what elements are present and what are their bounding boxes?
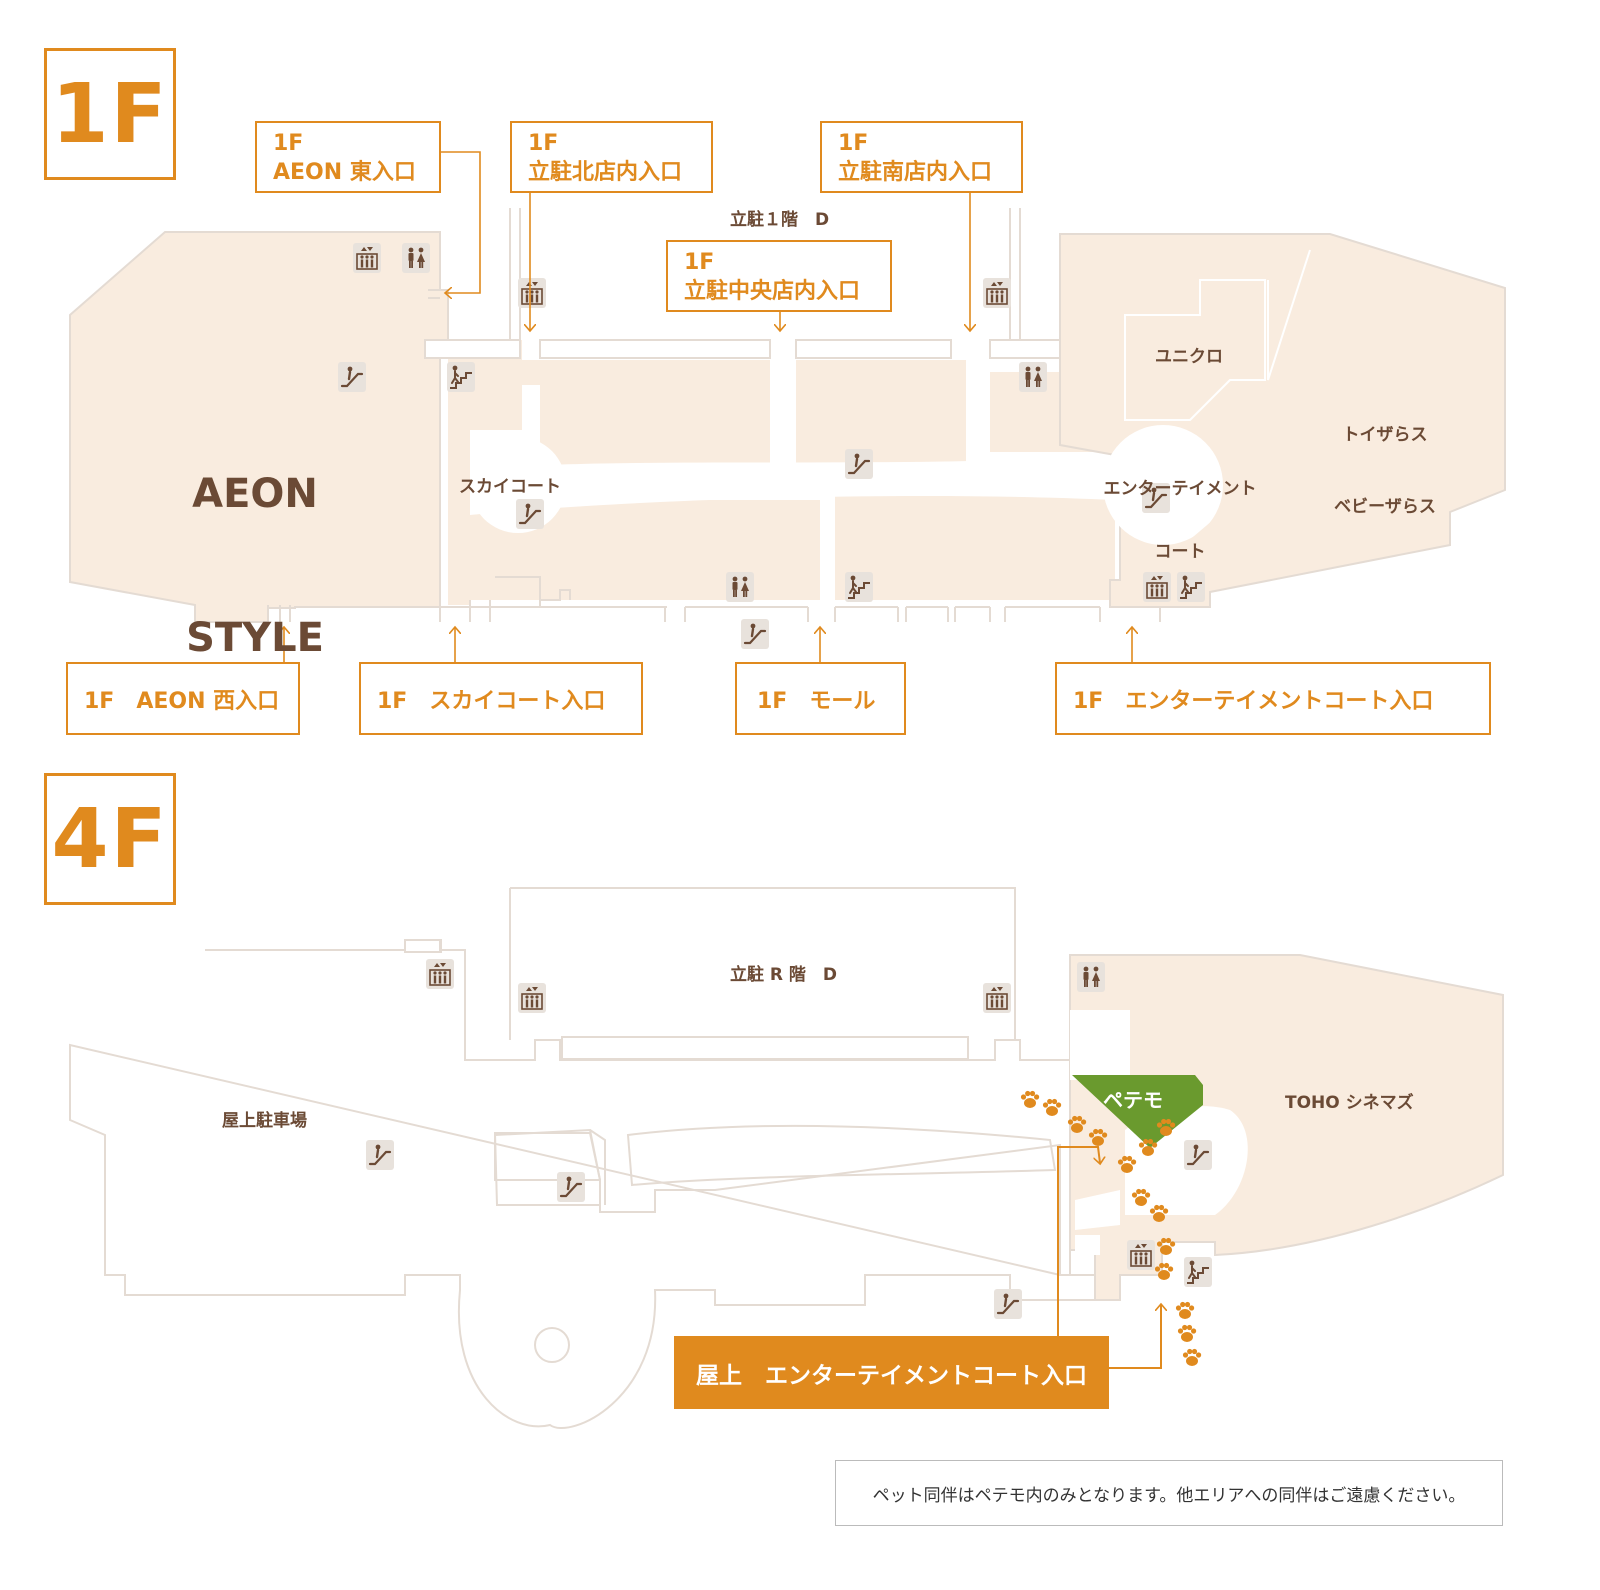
entrance-sky-court[interactable]: 1F スカイコート入口 [359,662,643,735]
elevator-icon [517,277,547,309]
stairs-icon [844,571,874,603]
stairs-icon [446,361,476,393]
entrance-name: 立駐北店内入口 [528,160,683,185]
toys-line2: ベビーザらス [1334,497,1436,517]
sky-court-label: スカイコート [459,477,561,497]
paw-icon [1020,1090,1040,1108]
entrance-floor: 1F [528,131,559,156]
paw-icon [1175,1301,1195,1319]
rooftop-parking-label: 屋上駐車場 [222,1111,307,1131]
entrance-north[interactable]: 1F 立駐北店内入口 [510,121,713,193]
restroom-icon [402,243,430,273]
toys-line1: トイザらス [1342,425,1428,445]
entrance-entertainment-court[interactable]: 1F エンターテイメントコート入口 [1055,662,1491,735]
entrance-mall[interactable]: 1F モール [735,662,906,735]
floor-badge-4f: 4F [44,773,176,905]
elevator-icon [982,982,1012,1014]
ent-court-line2: コート [1154,542,1206,562]
escalator-icon [514,497,546,531]
escalator-icon [1182,1138,1214,1172]
elevator-icon [517,982,547,1014]
parking-1f-label: 立駐１階 D [730,210,830,230]
escalator-icon [992,1287,1024,1321]
escalator-icon [843,447,875,481]
uniqlo-label: ユニクロ [1155,347,1223,367]
arrows-4f [1057,1146,1161,1369]
entrance-name: AEON 東入口 [273,160,416,185]
parking-r-label: 立駐 R 階 D [730,965,838,985]
restroom-icon [726,572,754,602]
toys-r-us-label: トイザらス ベビーザらス [1325,375,1445,543]
pet-policy-note: ペット同伴はペテモ内のみとなります。他エリアへの同伴はご遠慮ください。 [835,1460,1503,1526]
restroom-icon [1077,962,1105,992]
paw-icon [1182,1348,1202,1366]
elevator-icon [982,277,1012,309]
entertainment-court-label: エンターテイメント コート [1090,437,1270,584]
entrance-name: 立駐中央店内入口 [684,279,861,304]
entrance-floor: 1F [273,131,304,156]
escalator-icon [555,1170,587,1204]
elevator-icon [352,242,382,274]
aeon-style-label: AEON STYLE [180,374,330,710]
paw-icon [1042,1098,1062,1116]
aeon-style-line2: STYLE [186,615,324,661]
floor-badge-1f: 1F [44,48,176,180]
entrance-floor: 1F [838,131,869,156]
paw-icon [1177,1324,1197,1342]
sky-court-area [448,340,540,605]
escalator-icon [364,1138,396,1172]
petemo-label: ペテモ [1103,1088,1163,1112]
entrance-aeon-east[interactable]: 1F AEON 東入口 [255,121,441,193]
elevator-icon [425,958,455,990]
toho-cinemas-label: TOHO シネマズ [1285,1093,1414,1113]
floor-plan-4f [69,887,1121,1430]
escalator-icon [336,360,368,394]
rooftop-entrance-button[interactable]: 屋上 エンターテイメントコート入口 [674,1336,1109,1409]
restroom-icon [1019,362,1047,392]
elevator-icon [1126,1239,1156,1271]
ent-court-line1: エンターテイメント [1103,479,1257,499]
stairs-icon [1183,1256,1213,1288]
aeon-style-line1: AEON [192,471,318,517]
arrows-1f [284,151,1132,662]
entrance-floor: 1F [684,250,715,275]
entrance-aeon-west[interactable]: 1F AEON 西入口 [66,662,300,735]
escalator-icon [739,617,771,651]
entrance-central[interactable]: 1F 立駐中央店内入口 [666,240,892,312]
entrance-name: 立駐南店内入口 [838,160,993,185]
entrance-south[interactable]: 1F 立駐南店内入口 [820,121,1023,193]
